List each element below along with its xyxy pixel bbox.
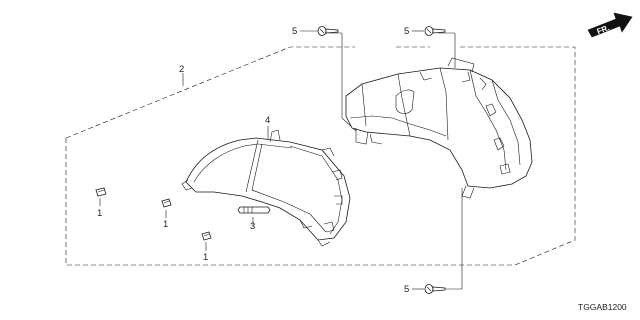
bulb-part bbox=[237, 206, 271, 214]
screw-top-right bbox=[424, 26, 446, 36]
front-direction-label: FR. bbox=[596, 23, 611, 36]
assembly-boundary bbox=[65, 46, 576, 266]
front-arrow-icon: FR. bbox=[587, 12, 633, 38]
callout-bulb: 3 bbox=[250, 221, 255, 232]
callout-clip-left: 1 bbox=[97, 208, 102, 219]
clip-bottom bbox=[201, 231, 212, 241]
callout-lens: 4 bbox=[265, 115, 270, 126]
callout-assembly: 2 bbox=[179, 64, 184, 75]
callout-screw-top-left: 5 bbox=[292, 26, 297, 37]
screw-bottom bbox=[424, 284, 446, 294]
callout-screw-top-right: 5 bbox=[404, 26, 409, 37]
callout-clip-middle: 1 bbox=[163, 219, 168, 230]
screw-top-left bbox=[317, 26, 339, 36]
callout-clip-bottom: 1 bbox=[203, 252, 208, 263]
clip-middle bbox=[161, 198, 172, 208]
meter-lens bbox=[181, 129, 351, 247]
diagram-code: TGGAB1200 bbox=[578, 302, 627, 312]
callout-screw-bottom: 5 bbox=[404, 284, 409, 295]
clip-left bbox=[95, 187, 107, 197]
meter-case bbox=[345, 57, 533, 199]
